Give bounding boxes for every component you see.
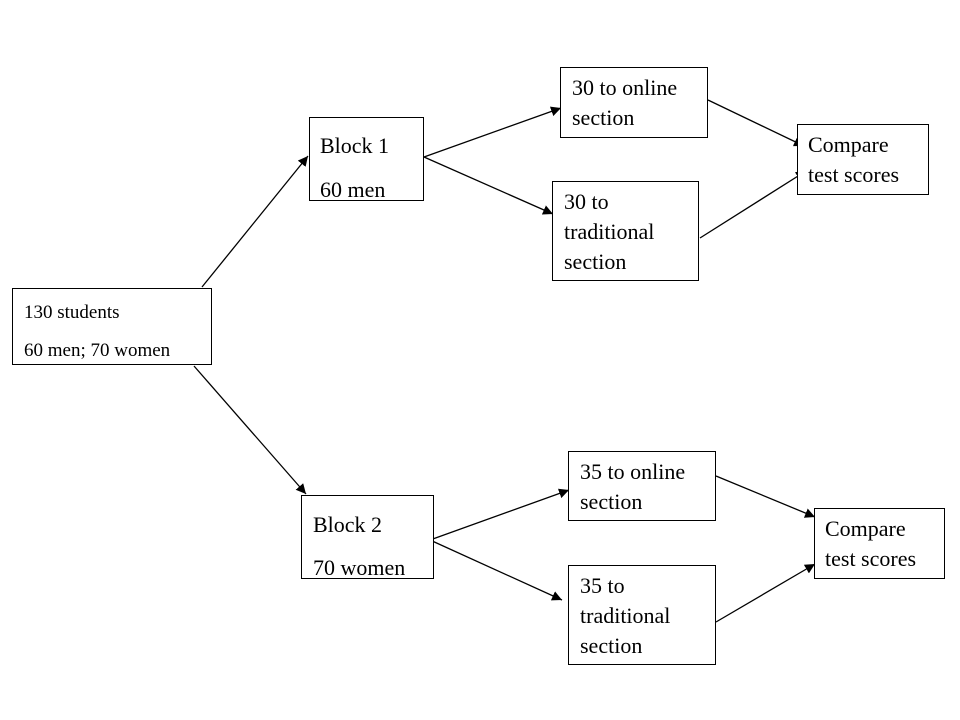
block2-online-line-2: section [580,489,643,514]
block2-title: Block 2 [313,512,383,537]
block2-traditional-line-2: traditional [580,603,671,628]
block1-compare-line-1: Compare [808,132,889,157]
block2-compare-line-2: test scores [825,546,917,571]
arrow-block2-online-to-compare [715,475,816,518]
block2-online-box: 35 to online section [568,451,716,521]
arrow-root-to-block2 [193,365,307,495]
arrow-block1-traditional-to-compare [699,170,807,239]
block2-compare-line-1: Compare [825,516,906,541]
arrow-block2-to-traditional [429,539,563,601]
block2-traditional-line-1: 35 to [580,573,625,598]
block1-compare-line-2: test scores [808,162,900,187]
arrow-block1-online-to-compare [707,99,805,147]
root-line-1: 130 students [24,302,120,323]
block1-online-line-1: 30 to online [572,75,678,100]
block1-box: Block 1 60 men [309,117,424,202]
block2-traditional-box: 35 to traditional section [568,565,716,665]
block1-traditional-line-3: section [564,249,627,274]
arrow-block1-to-online [423,106,562,158]
root-students-box: 130 students 60 men; 70 women [12,288,212,365]
block1-online-line-2: section [572,105,635,130]
arrow-block2-to-online [429,488,570,541]
arrow-block1-to-traditional [423,156,554,215]
root-line-2: 60 men; 70 women [24,340,171,361]
block2-detail: 70 women [313,555,406,580]
block1-compare-box: Compare test scores [797,124,929,195]
block1-traditional-line-1: 30 to [564,189,609,214]
block2-box: Block 2 70 women [301,495,434,580]
block2-online-line-1: 35 to online [580,459,686,484]
arrow-block2-traditional-to-compare [715,563,816,623]
block2-traditional-line-3: section [580,633,643,658]
block2-compare-box: Compare test scores [814,508,945,579]
block1-title: Block 1 [320,133,390,158]
block1-traditional-line-2: traditional [564,219,655,244]
block1-online-box: 30 to online section [560,67,708,138]
arrow-root-to-block1 [201,155,309,288]
block1-detail: 60 men [320,177,386,202]
block1-traditional-box: 30 to traditional section [552,181,699,281]
